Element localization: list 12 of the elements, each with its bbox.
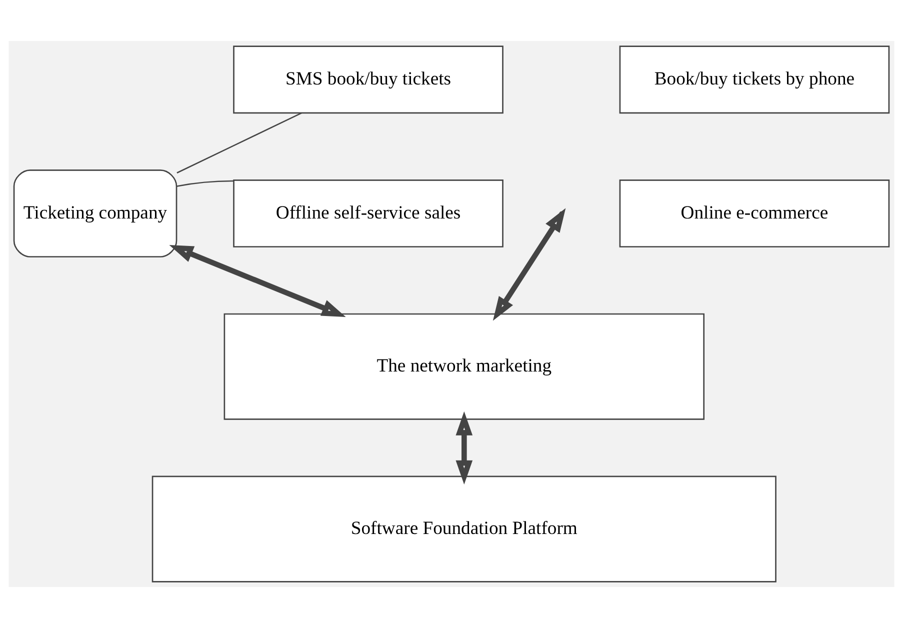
node-box: Online e-commerce bbox=[619, 179, 890, 247]
node-box: The network marketing bbox=[224, 312, 705, 420]
connector bbox=[176, 112, 302, 173]
arrow bbox=[456, 410, 473, 484]
arrow bbox=[169, 244, 346, 316]
connector bbox=[176, 180, 234, 186]
node-box: Book/buy tickets by phone bbox=[619, 45, 890, 114]
node-box: SMS book/buy tickets bbox=[233, 45, 504, 114]
node-box: Software Foundation Platform bbox=[152, 475, 776, 582]
node-box: Ticketing company bbox=[13, 169, 178, 257]
node-box: Offline self-service sales bbox=[233, 179, 504, 247]
arrow bbox=[492, 208, 566, 320]
